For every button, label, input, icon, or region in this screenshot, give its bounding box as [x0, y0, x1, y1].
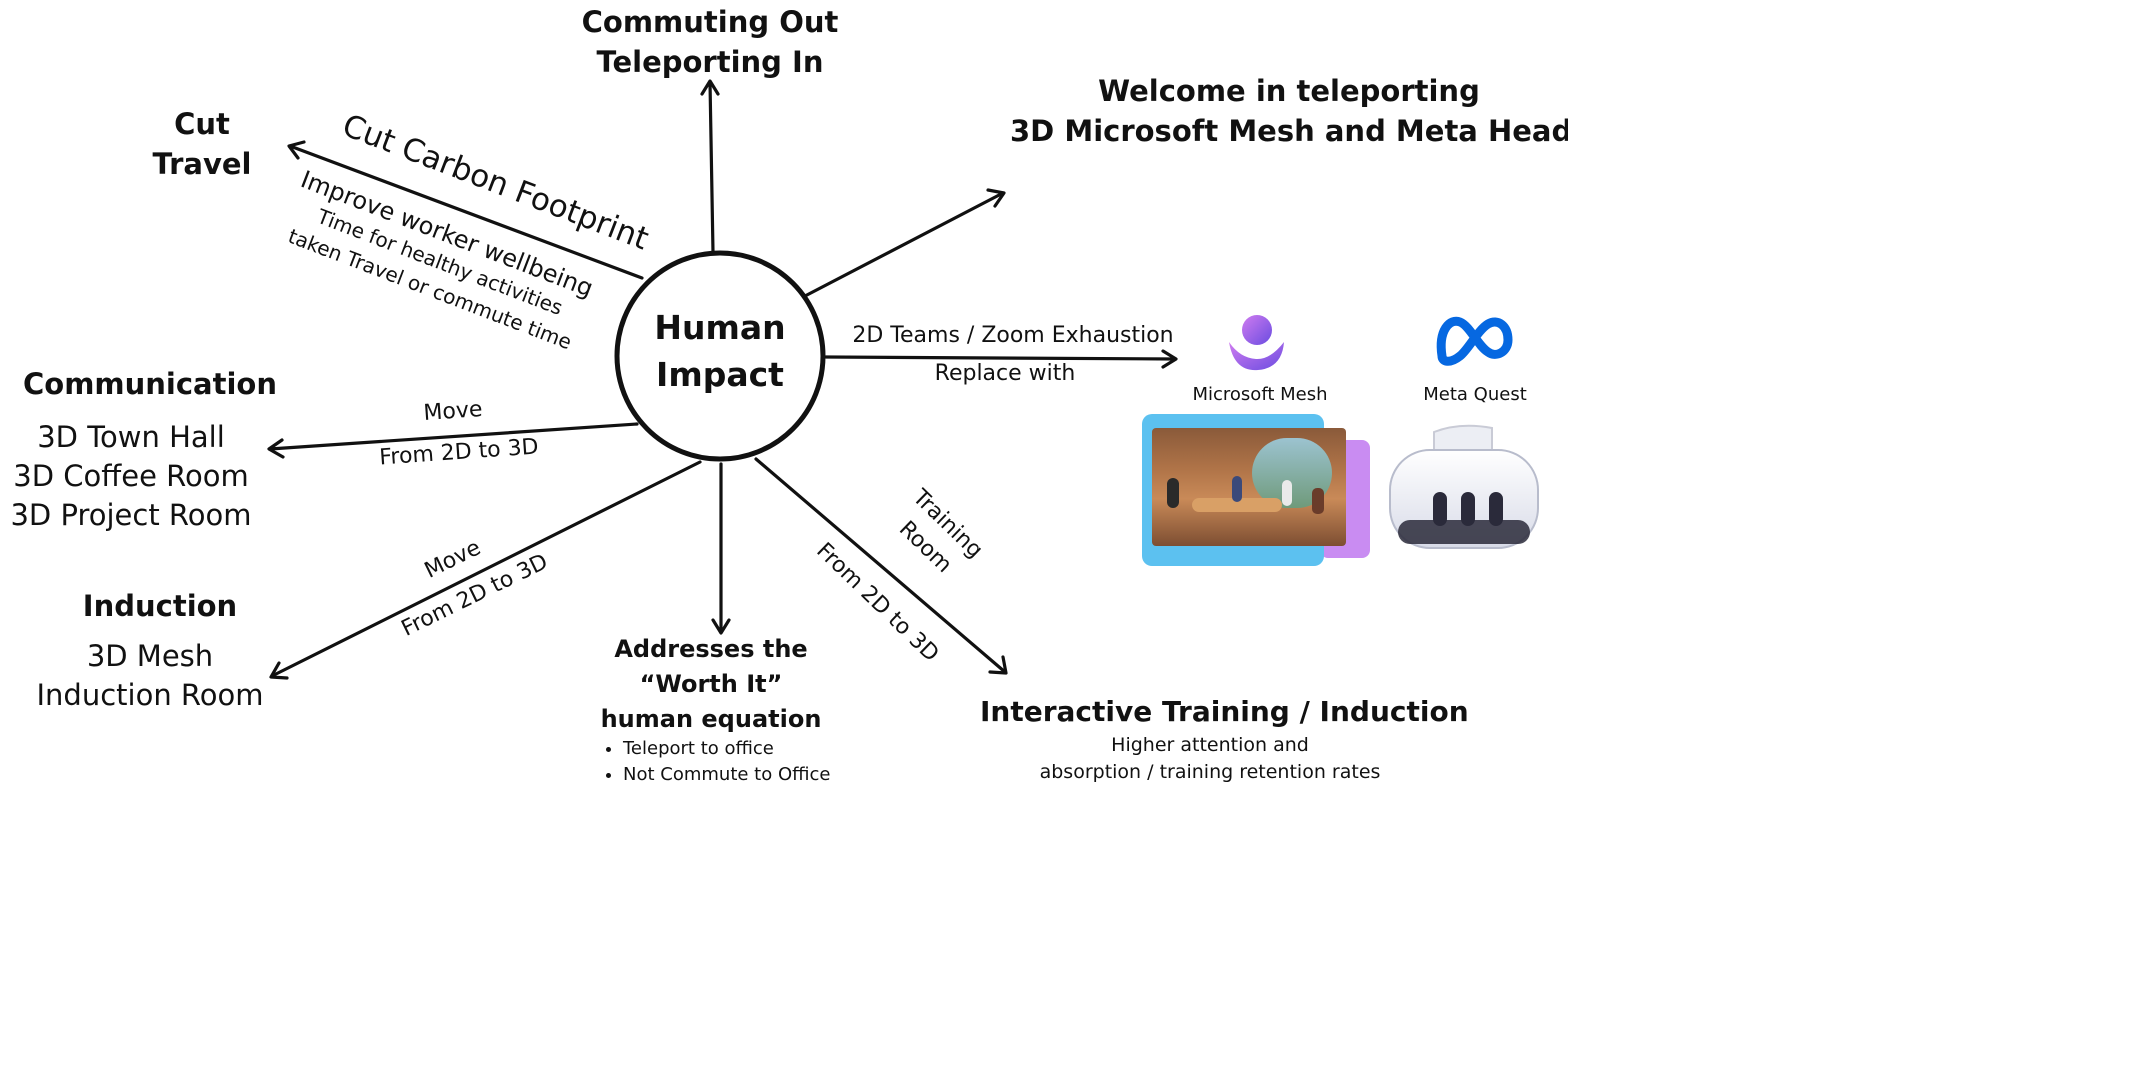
arrow-down-left: [270, 460, 702, 678]
arrow-up-left: [288, 144, 644, 280]
meta-label: Meta Quest: [1423, 384, 1527, 405]
communication-item: 3D Project Room: [10, 498, 252, 532]
worth-it-line2: “Worth It”: [639, 670, 783, 698]
top-right-line2: 3D Microsoft Mesh and Meta Headsets: [1010, 114, 1568, 148]
communication-list: 3D Town Hall 3D Coffee Room 3D Project R…: [0, 418, 262, 535]
communication-item: 3D Coffee Room: [13, 459, 249, 493]
worth-it-line3: human equation: [600, 705, 822, 733]
interactive-training-line1: Higher attention and: [1111, 734, 1309, 756]
meta-quest-headset-image: [1389, 424, 1539, 549]
mesh-room-image: [1152, 428, 1346, 546]
center-line1: Human: [654, 308, 786, 347]
meta-logo-icon: [1436, 316, 1513, 366]
center-circle: [614, 250, 826, 462]
worth-it-heading: Addresses the “Worth It” human equation: [580, 632, 842, 737]
induction-title: Induction: [82, 589, 238, 623]
induction-item: Induction Room: [36, 678, 264, 712]
cut-travel-title: Cut Travel: [140, 104, 264, 184]
top-right-line1: Welcome in teleporting: [1098, 74, 1480, 108]
mesh-label: Microsoft Mesh: [1192, 384, 1328, 405]
top-right-heading: Welcome in teleporting 3D Microsoft Mesh…: [1010, 71, 1568, 151]
arrow-left: [268, 422, 639, 451]
arrow-right: [824, 355, 1177, 361]
center-title: Human Impact: [620, 304, 820, 398]
worth-it-bullets: Teleport to office Not Commute to Office: [603, 736, 831, 786]
arrow-down-right: [754, 457, 1007, 674]
interactive-training-desc: Higher attention and absorption / traini…: [1010, 732, 1410, 786]
diagram: Human Impact Commuting Out Teleporting I…: [0, 0, 1568, 786]
induction-item: 3D Mesh: [86, 639, 214, 673]
arrow-up: [708, 80, 715, 254]
center-line2: Impact: [656, 355, 784, 394]
mesh-logo-icon: [1229, 315, 1284, 371]
interactive-training-title: Interactive Training / Induction: [980, 695, 1469, 728]
replace-with-label: Replace with: [934, 361, 1076, 386]
top-line2: Teleporting In: [596, 45, 824, 79]
bullet-item: Teleport to office: [623, 736, 831, 762]
interactive-training-line2: absorption / training retention rates: [1039, 761, 1381, 783]
worth-it-line1: Addresses the: [614, 635, 808, 663]
top-line1: Commuting Out: [581, 5, 839, 39]
zoom-exhaustion-label: 2D Teams / Zoom Exhaustion: [852, 323, 1174, 348]
bullet-item: Not Commute to Office: [623, 762, 831, 786]
arrow-layer: [267, 79, 1178, 680]
induction-list: 3D Mesh Induction Room: [20, 637, 280, 715]
arrow-up-right: [803, 191, 1005, 298]
communication-title: Communication: [22, 367, 277, 401]
cut-travel-line1: Cut: [174, 107, 230, 141]
cut-travel-line2: Travel: [152, 147, 252, 181]
communication-item: 3D Town Hall: [37, 420, 225, 454]
top-heading: Commuting Out Teleporting In: [560, 2, 860, 82]
